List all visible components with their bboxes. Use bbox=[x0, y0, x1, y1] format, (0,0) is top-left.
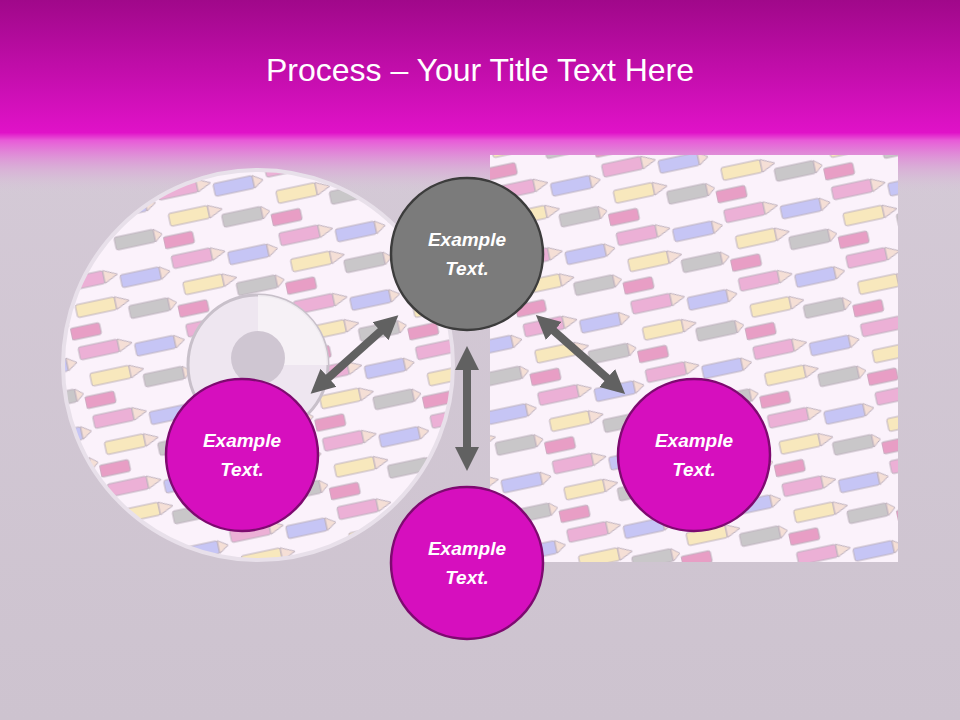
process-circle: Example Text. bbox=[389, 485, 545, 641]
node-text: Example Text. bbox=[417, 534, 518, 592]
process-circle: Example Text. bbox=[616, 377, 772, 533]
title: Process – Your Title Text Here bbox=[0, 52, 960, 89]
circle-shape bbox=[166, 379, 318, 531]
circle-shape bbox=[391, 178, 543, 330]
pattern-card bbox=[490, 155, 898, 562]
node-text: Example Text. bbox=[192, 426, 293, 484]
double-arrow bbox=[545, 323, 616, 386]
process-circle: Example Text. bbox=[164, 377, 320, 533]
circle-outline bbox=[389, 176, 545, 332]
process-circle: Example Text. bbox=[389, 176, 545, 332]
circle-shape bbox=[391, 487, 543, 639]
node-text: Example Text. bbox=[417, 225, 518, 283]
double-arrow bbox=[463, 358, 471, 459]
node-text: Example Text. bbox=[644, 426, 745, 484]
circle-outline bbox=[164, 377, 320, 533]
disc-hole bbox=[231, 331, 285, 385]
circle-outline bbox=[389, 485, 545, 641]
circle-outline bbox=[616, 377, 772, 533]
circle-shape bbox=[618, 379, 770, 531]
double-arrow bbox=[320, 323, 390, 385]
